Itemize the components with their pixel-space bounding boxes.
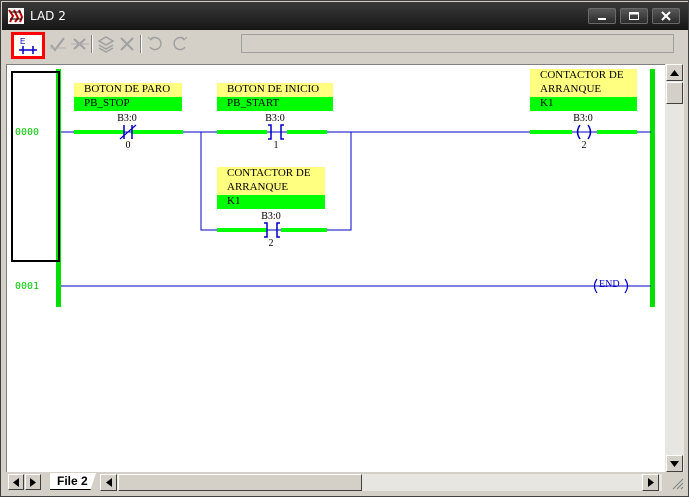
instruction-description: ARRANQUE	[217, 181, 325, 195]
assemble-edits-tool[interactable]	[94, 33, 118, 55]
xio-contact-pb-stop[interactable]	[118, 123, 138, 141]
instruction-description: BOTON DE PARO	[74, 83, 182, 97]
scroll-left-button[interactable]	[100, 474, 117, 491]
arrow-down-icon	[670, 460, 679, 467]
test-edits-icon	[147, 36, 162, 51]
tab-scroll-left-button[interactable]	[8, 474, 24, 490]
untest-edits-tool[interactable]	[167, 33, 191, 55]
instruction-bit: 2	[581, 140, 587, 151]
instruction-description: CONTACTOR DE	[217, 167, 325, 181]
arrow-right-icon	[30, 477, 36, 487]
instruction-description: ARRANQUE	[530, 83, 637, 97]
instruction-bit: 1	[273, 140, 279, 151]
close-icon	[661, 11, 671, 21]
scroll-right-button[interactable]	[642, 474, 659, 491]
right-power-rail	[650, 69, 655, 307]
instruction-address: B3:0	[117, 113, 137, 124]
tab-scroll-right-button[interactable]	[25, 474, 41, 490]
rung-edit-letter: E	[20, 37, 25, 46]
vertical-scroll-thumb[interactable]	[666, 82, 683, 104]
address-field[interactable]	[241, 34, 674, 53]
instruction-address: B3:0	[265, 113, 285, 124]
instruction-bit: 2	[268, 238, 274, 249]
instruction-description: BOTON DE INICIO	[217, 83, 333, 97]
instruction-description: CONTACTOR DE	[530, 69, 637, 83]
vertical-scrollbar[interactable]	[665, 64, 684, 472]
untest-edits-icon	[173, 36, 188, 51]
instruction-bit: 0	[125, 140, 131, 151]
ladder-canvas[interactable]: 0000 0001 BOTON DE PARO PB_STOP B3:0 0 B	[6, 64, 666, 473]
test-edits-tool[interactable]	[144, 33, 168, 55]
window-title: LAD 2	[30, 9, 66, 23]
toolbar-separator	[140, 35, 142, 53]
maximize-button[interactable]	[620, 8, 648, 24]
rung-selection-box[interactable]	[11, 71, 60, 262]
arrow-left-icon	[13, 477, 19, 487]
horizontal-scrollbar[interactable]	[100, 474, 662, 491]
assemble-icon	[97, 36, 115, 53]
title-bar[interactable]: LAD 2	[2, 2, 688, 30]
instruction-symbol: K1	[217, 195, 325, 209]
instruction-symbol: PB_STOP	[74, 97, 182, 111]
scroll-down-button[interactable]	[666, 455, 683, 472]
xic-contact-pb-start[interactable]	[264, 123, 288, 141]
tab-file-2[interactable]: File 2	[50, 473, 96, 490]
end-marker	[593, 278, 629, 294]
delete-tool[interactable]	[115, 33, 139, 55]
accept-icon	[50, 37, 66, 52]
x-icon	[120, 37, 134, 51]
instruction-address: B3:0	[261, 211, 281, 222]
minimize-icon	[598, 18, 606, 20]
edit-rung-tool[interactable]: E	[11, 32, 45, 59]
close-button[interactable]	[652, 8, 680, 24]
accept-rung-tool[interactable]	[46, 33, 70, 55]
rung-edit-icon: E	[19, 37, 37, 54]
instruction-symbol: K1	[530, 97, 637, 111]
instruction-symbol: PB_START	[217, 97, 333, 111]
rung-number[interactable]: 0001	[15, 281, 40, 292]
bottom-bar: File 2	[6, 472, 686, 492]
arrow-up-icon	[670, 69, 679, 76]
rung-wiring	[61, 130, 651, 287]
end-label: END	[599, 279, 620, 290]
toolbar: E	[2, 30, 688, 60]
instruction-address: B3:0	[573, 113, 593, 124]
cancel-edits-tool[interactable]	[68, 33, 92, 55]
cancel-edits-icon	[71, 38, 89, 50]
resize-grip-icon[interactable]	[670, 476, 684, 490]
rung-number[interactable]: 0000	[15, 127, 40, 138]
ote-coil-k1[interactable]	[571, 123, 597, 141]
scroll-up-button[interactable]	[666, 64, 683, 81]
toolbar-separator	[91, 35, 93, 53]
maximize-icon	[629, 12, 639, 20]
arrow-left-icon	[105, 478, 112, 487]
arrow-right-icon	[647, 478, 654, 487]
minimize-button[interactable]	[588, 8, 616, 24]
xic-contact-k1-seal[interactable]	[260, 221, 284, 239]
app-icon	[8, 8, 24, 24]
horizontal-scroll-thumb[interactable]	[118, 474, 362, 491]
